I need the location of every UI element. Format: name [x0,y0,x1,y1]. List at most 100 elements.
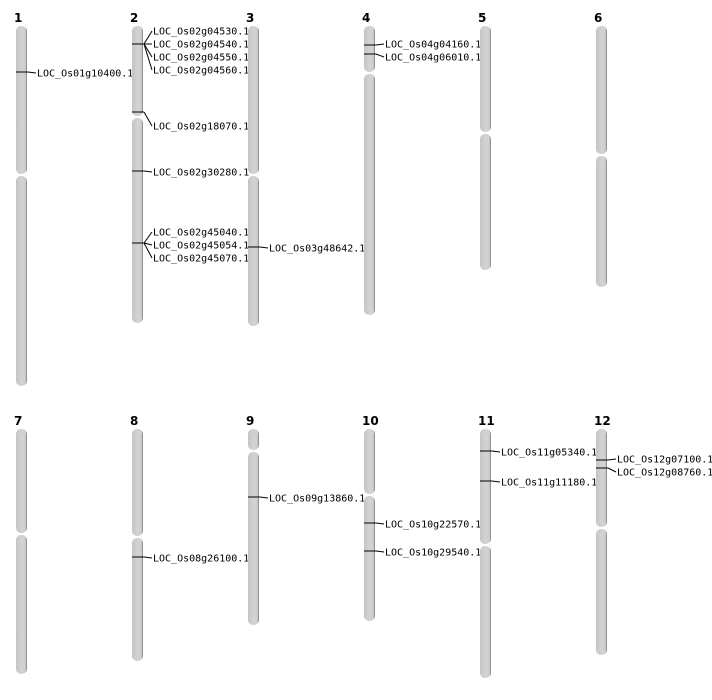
chromosome-arm-long [16,176,27,386]
gene-marker: LOC_Os02g04560.1 [132,43,249,77]
chromosome-label: 1 [14,11,22,25]
chromosome-arm-short [364,26,375,72]
chromosome-label: 4 [362,11,370,25]
chromosome-arm-long [480,134,491,270]
chromosome-arm-short [16,429,27,533]
gene-label: LOC_Os10g29540.1 [385,548,481,559]
chromosome-arm-short [480,429,491,544]
marker-connector [375,522,385,525]
gene-marker: LOC_Os11g05340.1 [480,448,597,459]
marker-connector [375,550,385,553]
gene-label: LOC_Os03g48642.1 [269,244,365,255]
marker-connector [143,43,153,58]
chromosome-7: 7 [14,414,27,674]
chromosome-arm-long [364,496,375,621]
chromosome-arm-short [132,429,143,536]
gene-label: LOC_Os10g22570.1 [385,520,481,531]
chromosome-arm-long [364,74,375,315]
gene-label: LOC_Os02g04540.1 [153,40,249,51]
chromosome-arm-short [596,429,607,527]
chromosome-label: 11 [478,414,495,428]
chromosome-arm-long [132,538,143,661]
marker-connector [607,458,617,461]
chromosome-arm-long [596,529,607,655]
gene-marker: LOC_Os09g13860.1 [248,494,365,505]
gene-marker: LOC_Os02g04540.1 [132,40,249,51]
chromosome-5: 5 [478,11,491,270]
marker-connector [143,111,153,127]
marker-connector [143,231,153,244]
gene-label: LOC_Os02g30280.1 [153,168,249,179]
chromosome-arm-long [132,118,143,323]
gene-marker: LOC_Os08g26100.1 [132,554,249,565]
marker-connector [491,450,501,453]
chromosome-2: 2LOC_Os02g04530.1LOC_Os02g04540.1LOC_Os0… [130,11,249,323]
gene-marker: LOC_Os02g30280.1 [132,168,249,179]
gene-label: LOC_Os11g11180.1 [501,478,597,489]
chromosome-arm-short [480,26,491,132]
gene-label: LOC_Os02g45040.1 [153,228,249,239]
marker-connector [143,242,153,259]
chromosome-arm-long [16,535,27,674]
marker-connector [143,43,153,71]
gene-label: LOC_Os04g04160.1 [385,40,481,51]
gene-label: LOC_Os02g04550.1 [153,53,249,64]
marker-connector [143,556,153,559]
marker-connector [375,53,385,58]
marker-connector [143,30,153,45]
gene-label: LOC_Os01g10400.1 [37,69,133,80]
chromosome-arm-short [248,26,259,174]
chromosome-label: 8 [130,414,138,428]
marker-connector [143,242,153,246]
chromosome-arm-long [480,546,491,678]
gene-marker: LOC_Os02g18070.1 [132,111,249,133]
gene-label: LOC_Os02g04530.1 [153,27,249,38]
chromosome-arm-long [248,176,259,326]
marker-connector [143,170,153,173]
marker-connector [259,496,269,499]
gene-marker: LOC_Os02g45070.1 [132,242,249,265]
chromosome-arm-short [596,26,607,154]
gene-label: LOC_Os04g06010.1 [385,53,481,64]
chromosome-label: 3 [246,11,254,25]
gene-label: LOC_Os12g07100.1 [617,455,712,466]
chromosome-6: 6 [594,11,607,287]
gene-label: LOC_Os02g18070.1 [153,122,249,133]
gene-marker: LOC_Os10g29540.1 [364,548,481,559]
marker-connector [27,71,37,74]
gene-label: LOC_Os08g26100.1 [153,554,249,565]
chromosome-label: 9 [246,414,254,428]
gene-label: LOC_Os09g13860.1 [269,494,365,505]
chromosome-arm-short [132,26,143,116]
gene-label: LOC_Os02g45070.1 [153,254,249,265]
chromosome-label: 10 [362,414,379,428]
chromosome-label: 7 [14,414,22,428]
chromosome-label: 12 [594,414,611,428]
chromosome-arm-short [16,26,27,174]
gene-marker: LOC_Os12g08760.1 [596,467,712,479]
chromosome-arm-long [596,156,607,287]
chromosome-arm-long [248,452,259,625]
gene-marker: LOC_Os12g07100.1 [596,455,712,466]
chromosome-arm-short [248,429,259,450]
gene-marker: LOC_Os01g10400.1 [16,69,133,80]
chromosome-label: 6 [594,11,602,25]
gene-marker: LOC_Os04g06010.1 [364,53,481,64]
gene-label: LOC_Os02g45054.1 [153,241,249,252]
marker-connector [375,43,385,46]
chromosome-arm-short [364,429,375,494]
gene-marker: LOC_Os04g04160.1 [364,40,481,51]
gene-label: LOC_Os02g04560.1 [153,66,249,77]
gene-label: LOC_Os11g05340.1 [501,448,597,459]
gene-marker: LOC_Os11g11180.1 [480,478,597,489]
gene-marker: LOC_Os10g22570.1 [364,520,481,531]
gene-label: LOC_Os12g08760.1 [617,468,712,479]
chromosome-label: 5 [478,11,486,25]
